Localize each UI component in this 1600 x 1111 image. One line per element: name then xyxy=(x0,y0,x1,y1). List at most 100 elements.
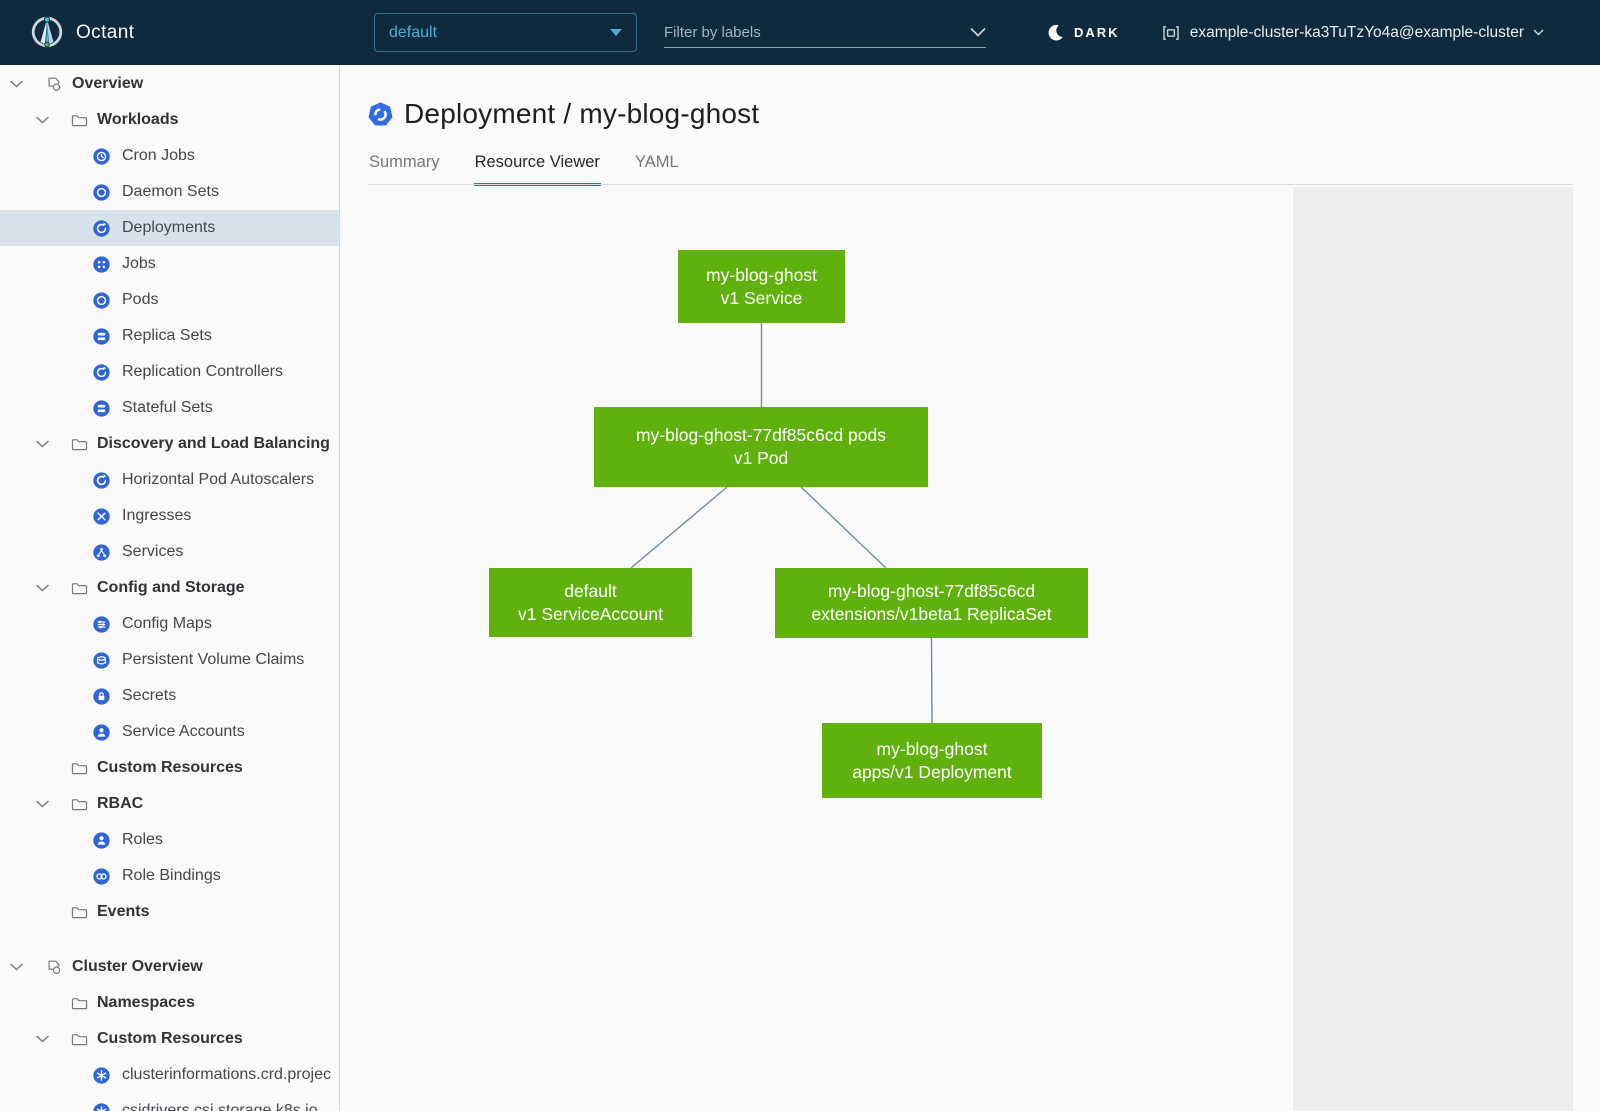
folder-icon xyxy=(71,797,88,812)
service-accounts-icon xyxy=(93,723,110,741)
chevron-down-icon[interactable] xyxy=(36,800,50,808)
sidebar-item-namespaces[interactable]: Namespaces xyxy=(0,985,339,1021)
sidebar-item-daemon-sets[interactable]: Daemon Sets xyxy=(0,174,339,210)
secrets-icon xyxy=(93,687,110,705)
ingresses-icon xyxy=(93,507,110,525)
node-kind: v1 Service xyxy=(720,287,803,308)
page-header: Deployment / my-blog-ghost xyxy=(368,98,759,130)
objects-icon xyxy=(45,75,63,93)
sidebar-item-label: Config Maps xyxy=(122,615,212,632)
node-title: my-blog-ghost-77df85c6cd pods xyxy=(635,425,886,445)
sidebar-item-ingresses[interactable]: Ingresses xyxy=(0,498,339,534)
node-title: my-blog-ghost xyxy=(876,738,988,759)
app-title: Octant xyxy=(76,22,135,43)
chevron-down-icon[interactable] xyxy=(36,440,50,448)
sidebar-item-label: Service Accounts xyxy=(122,723,245,740)
sidebar-item-replica-sets[interactable]: Replica Sets xyxy=(0,318,339,354)
sidebar-item-rbac[interactable]: RBAC xyxy=(0,786,339,822)
sidebar-item-label: Daemon Sets xyxy=(122,183,219,200)
sidebar-item-custom-resources[interactable]: Custom Resources xyxy=(0,750,339,786)
tab-yaml[interactable]: YAML xyxy=(634,153,679,171)
sidebar-item-clusterinformations-crd-projec[interactable]: clusterinformations.crd.projec xyxy=(0,1057,339,1093)
sidebar-item-label: Events xyxy=(97,903,150,920)
sidebar-item-secrets[interactable]: Secrets xyxy=(0,678,339,714)
node-title: default xyxy=(564,580,617,601)
sidebar-item-workloads[interactable]: Workloads xyxy=(0,102,339,138)
sidebar-item-persistent-volume-claims[interactable]: Persistent Volume Claims xyxy=(0,642,339,678)
chevron-down-icon xyxy=(1533,29,1544,36)
sidebar-item-roles[interactable]: Roles xyxy=(0,822,339,858)
sidebar-item-csidrivers-csi-storage-k8s-io[interactable]: csidrivers.csi.storage.k8s.io xyxy=(0,1093,339,1111)
sidebar-item-label: Deployments xyxy=(122,219,216,236)
pods-icon xyxy=(93,291,110,309)
sidebar-item-services[interactable]: Services xyxy=(0,534,339,570)
label-filter-input[interactable] xyxy=(664,24,970,41)
sidebar-item-events[interactable]: Events xyxy=(0,894,339,930)
moon-icon xyxy=(1046,23,1065,42)
sidebar-item-discovery-and-load-balancing[interactable]: Discovery and Load Balancing xyxy=(0,426,339,462)
sidebar-item-label: RBAC xyxy=(97,795,144,812)
sidebar-item-label: Persistent Volume Claims xyxy=(122,651,305,668)
daemon-sets-icon xyxy=(93,183,110,201)
folder-icon xyxy=(71,437,88,452)
node-kind: v1 ServiceAccount xyxy=(518,603,663,624)
tab-summary[interactable]: Summary xyxy=(369,153,440,171)
sidebar-item-pods[interactable]: Pods xyxy=(0,282,339,318)
chevron-down-icon[interactable] xyxy=(10,963,24,971)
sidebar-item-jobs[interactable]: Jobs xyxy=(0,246,339,282)
namespace-select[interactable]: default xyxy=(374,13,637,52)
sidebar-item-deployments[interactable]: Deployments xyxy=(0,210,339,246)
folder-icon xyxy=(71,1032,88,1047)
sidebar-item-cluster-overview[interactable]: Cluster Overview xyxy=(0,949,339,985)
sidebar-item-label: Cluster Overview xyxy=(72,958,203,975)
chevron-down-icon[interactable] xyxy=(36,584,50,592)
sidebar-item-label: Workloads xyxy=(97,111,179,128)
tab-resource-viewer[interactable]: Resource Viewer xyxy=(473,153,601,186)
sidebar-item-cron-jobs[interactable]: Cron Jobs xyxy=(0,138,339,174)
sidebar-item-label: Jobs xyxy=(122,255,156,272)
sidebar-item-role-bindings[interactable]: Role Bindings xyxy=(0,858,339,894)
sidebar-item-stateful-sets[interactable]: Stateful Sets xyxy=(0,390,339,426)
sidebar-item-config-and-storage[interactable]: Config and Storage xyxy=(0,570,339,606)
sidebar-item-custom-resources[interactable]: Custom Resources xyxy=(0,1021,339,1057)
horizontal-pod-autoscalers-icon xyxy=(93,471,110,489)
sidebar-item-label: Overview xyxy=(72,75,144,92)
caret-down-icon xyxy=(610,29,622,36)
tab-separator xyxy=(368,184,1573,185)
chevron-down-icon[interactable] xyxy=(10,80,24,88)
sidebar-item-label: Secrets xyxy=(122,687,177,704)
folder-icon xyxy=(71,905,88,920)
sidebar-item-replication-controllers[interactable]: Replication Controllers xyxy=(0,354,339,390)
sidebar-item-horizontal-pod-autoscalers[interactable]: Horizontal Pod Autoscalers xyxy=(0,462,339,498)
sidebar-item-config-maps[interactable]: Config Maps xyxy=(0,606,339,642)
chevron-down-icon[interactable] xyxy=(36,116,50,124)
namespace-select-value: default xyxy=(389,23,438,41)
node-kind: apps/v1 Deployment xyxy=(852,761,1012,782)
cluster-switcher[interactable]: example-cluster-ka3TuTzYo4a@example-clus… xyxy=(1161,0,1544,65)
chevron-down-icon[interactable] xyxy=(970,28,986,37)
sidebar-item-label: csidrivers.csi.storage.k8s.io xyxy=(122,1102,318,1111)
sidebar-item-overview[interactable]: Overview xyxy=(0,66,339,102)
sidebar-item-label: Discovery and Load Balancing xyxy=(97,435,330,452)
clusterinformations-crd-projec-icon xyxy=(93,1066,110,1084)
csidrivers-csi-storage-k8s-io-icon xyxy=(93,1102,110,1111)
graph-edge xyxy=(800,486,887,569)
replication-controllers-icon xyxy=(93,363,110,381)
config-maps-icon xyxy=(93,615,110,633)
chevron-down-icon[interactable] xyxy=(36,1035,50,1043)
node-title: my-blog-ghost xyxy=(706,264,817,285)
dark-mode-toggle[interactable]: DARK xyxy=(1046,0,1120,65)
persistent-volume-claims-icon xyxy=(93,651,110,669)
node-kind: extensions/v1beta1 ReplicaSet xyxy=(811,604,1052,624)
folder-icon xyxy=(71,761,88,776)
page-title: Deployment / my-blog-ghost xyxy=(404,98,760,129)
sidebar-item-service-accounts[interactable]: Service Accounts xyxy=(0,714,339,750)
sidebar-item-label: Namespaces xyxy=(97,994,195,1011)
